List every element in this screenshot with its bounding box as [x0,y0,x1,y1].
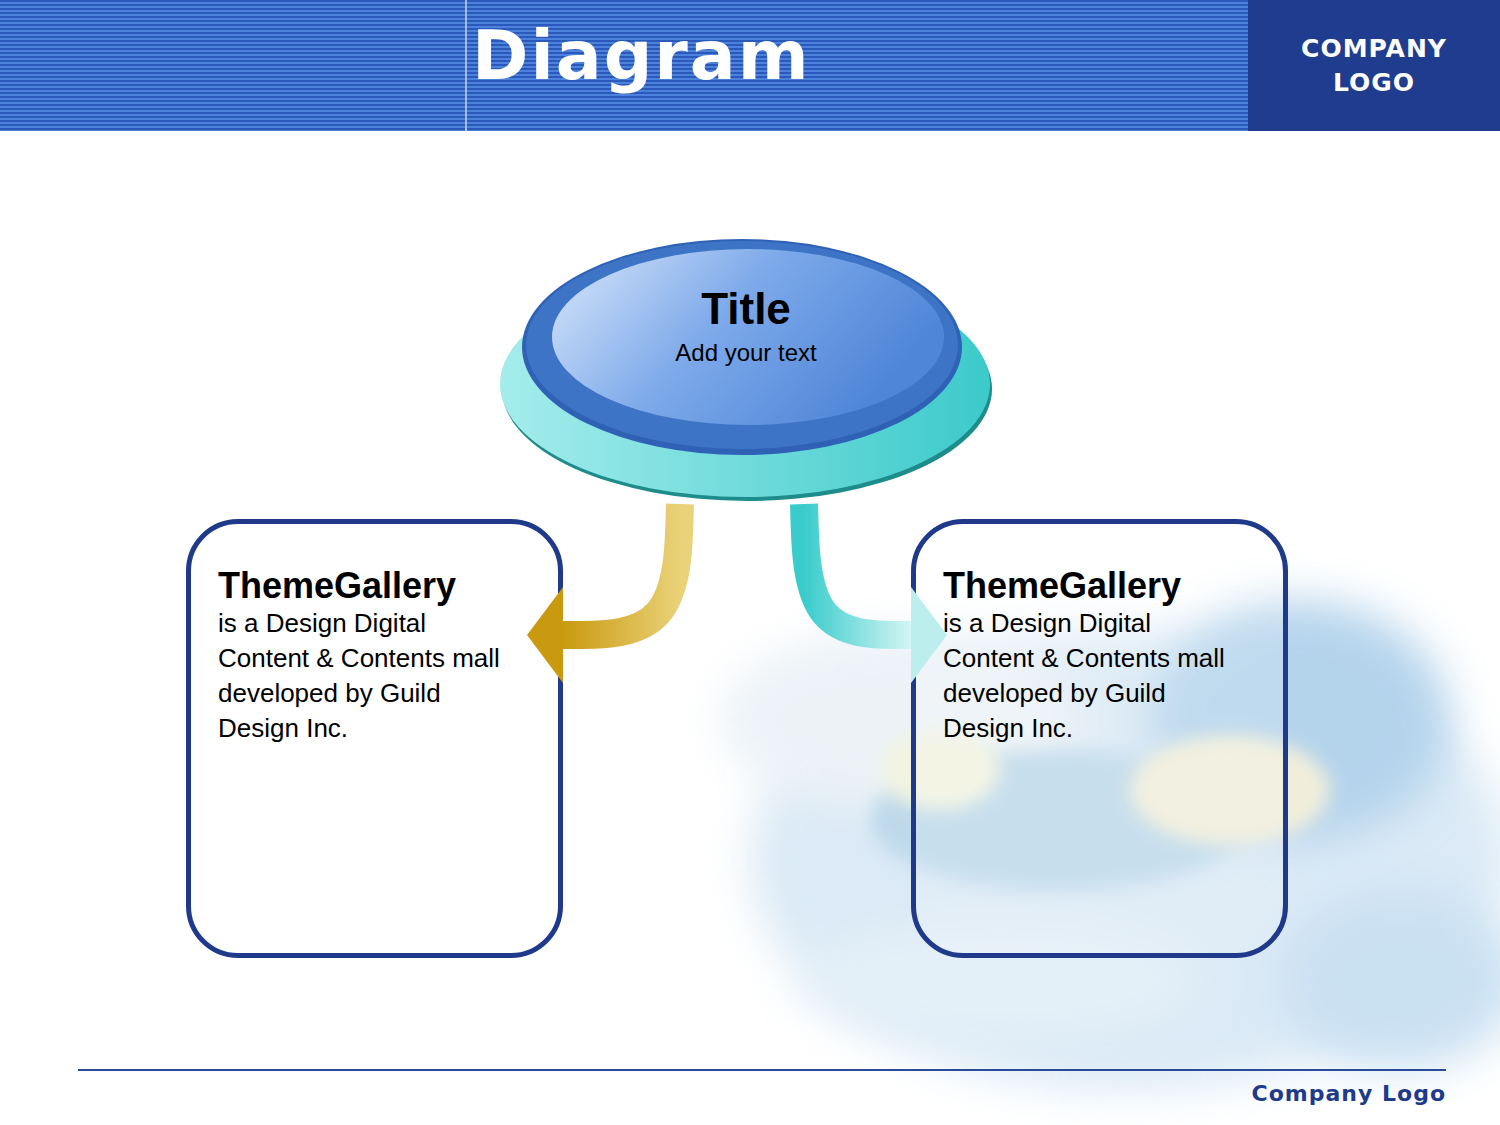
page-title: Diagram [472,22,811,90]
blue-face [552,249,944,425]
content-box: ThemeGalleryis a Design Digital Content … [186,519,563,958]
node-heading: ThemeGallery [943,564,1233,608]
node-body: is a Design Digital Content & Contents m… [218,606,508,746]
node-heading: Title [500,283,992,335]
header-band [0,0,1248,131]
box-text: ThemeGalleryis a Design Digital Content … [218,564,508,746]
node-heading: ThemeGallery [218,564,508,608]
content-box: ThemeGalleryis a Design Digital Content … [911,519,1288,958]
curved-arrow [804,504,911,635]
title-ellipse: TitleAdd your text [500,237,992,502]
footer-logo-text: Company Logo [1150,1080,1446,1108]
ellipse-text: TitleAdd your text [500,283,992,371]
logo-text: COMPANY LOGO [1268,32,1480,100]
ellipse-shape [500,237,992,502]
curved-arrow [563,504,680,635]
footer-rule [78,1069,1446,1071]
box-text: ThemeGalleryis a Design Digital Content … [943,564,1233,746]
logo-box [1248,0,1500,131]
node-body: Add your text [500,335,992,371]
node-body: is a Design Digital Content & Contents m… [943,606,1233,746]
header-divider [465,0,467,131]
